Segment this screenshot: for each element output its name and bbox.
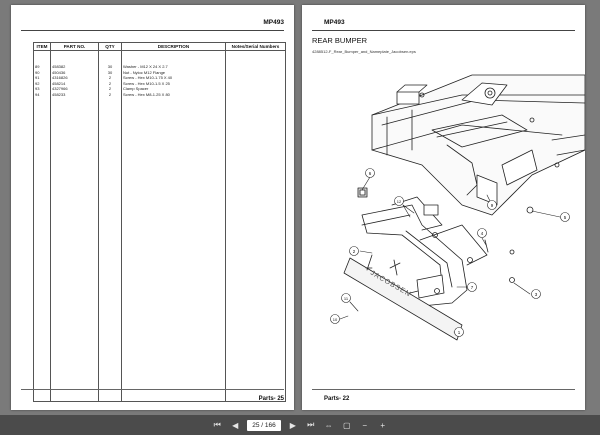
callout-6: 6: [365, 168, 375, 178]
table-row: 90 450436 30 Nut - Nyloc M12 Flange: [33, 69, 286, 75]
callout-7: 7: [467, 282, 477, 292]
rear-bumper-diagram: JACOBSEN: [330, 74, 585, 341]
callout-9: 9: [487, 200, 497, 210]
mower-frame: [371, 74, 585, 216]
svg-text:4: 4: [481, 231, 484, 236]
svg-text:9: 9: [491, 203, 494, 208]
cell-notes: [225, 69, 286, 75]
left-footer-rule: [21, 389, 284, 390]
diagram-file-name: 4288512-F_Rear_Bumper_and_Nameplate_Jaco…: [312, 49, 416, 54]
right-page-number: Parts- 22: [324, 396, 350, 402]
callout-1: 1: [454, 327, 464, 337]
table-row: 93 4327966 2 Clamp Spacer: [33, 86, 286, 92]
svg-text:2: 2: [353, 249, 356, 254]
svg-text:5: 5: [564, 215, 567, 220]
page-indicator[interactable]: 25 / 166: [247, 419, 281, 431]
cell-notes: [225, 80, 286, 86]
svg-text:10: 10: [333, 317, 338, 322]
viewer-toolbar: ⏮ ◀ 25 / 166 ▶ ⏭ ⇔ ▢ − +: [0, 415, 600, 435]
svg-text:7: 7: [471, 285, 474, 290]
header-qty: QTY: [98, 42, 122, 51]
total-pages: 166: [264, 421, 276, 429]
fit-page-icon[interactable]: ▢: [342, 420, 351, 430]
prev-page-icon[interactable]: ◀: [232, 420, 239, 430]
header-description: DESCRIPTION: [121, 42, 226, 51]
current-page[interactable]: 25: [252, 421, 260, 429]
callout-5: 5: [560, 212, 570, 222]
first-page-icon[interactable]: ⏮: [213, 420, 221, 429]
svg-text:1: 1: [458, 330, 461, 335]
cell-notes: [225, 75, 286, 81]
right-footer-rule: [312, 389, 575, 390]
svg-text:3: 3: [535, 292, 538, 297]
table-spacer: [33, 50, 286, 64]
hardware: [357, 187, 534, 283]
callout-4: 4: [477, 228, 487, 238]
left-page-number: Parts- 25: [258, 396, 284, 402]
svg-text:11: 11: [344, 296, 349, 301]
table-filler: [33, 97, 286, 402]
table-row: 89 458382 30 Washer - M12 X 24 X 2.7: [33, 64, 286, 70]
fit-width-icon[interactable]: ⇔: [324, 420, 333, 430]
right-page-model: MP493: [324, 19, 345, 26]
zoom-out-icon[interactable]: −: [362, 420, 368, 430]
left-page: MP493 ITEM PART NO. QTY DESCRIPTION Note…: [11, 5, 294, 410]
callout-12: 12: [394, 196, 404, 206]
callouts: 1 2 3 4 5 6 7: [330, 168, 570, 337]
table-row: 91 4316826 2 Screw - Hex M10-1.75 X 40: [33, 75, 286, 81]
svg-text:12: 12: [397, 199, 402, 204]
callout-11: 11: [341, 293, 351, 303]
cell-notes: [225, 64, 286, 70]
left-header-rule: [21, 30, 284, 31]
callout-2: 2: [349, 246, 359, 256]
right-page: MP493 REAR BUMPER 4288512-F_Rear_Bumper_…: [302, 5, 585, 410]
callout-10: 10: [330, 314, 340, 324]
bumper-tube: [361, 196, 488, 308]
header-item: ITEM: [33, 42, 51, 51]
cell-notes: [225, 91, 286, 97]
table-row: 92 458214 2 Screw - Hex M10-1.5 X 25: [33, 80, 286, 86]
callout-3: 3: [531, 289, 541, 299]
left-page-model: MP493: [263, 19, 284, 26]
header-notes: Notes/Serial Numbers: [225, 42, 286, 51]
parts-table: ITEM PART NO. QTY DESCRIPTION Notes/Seri…: [33, 42, 286, 402]
cell-notes: [225, 86, 286, 92]
next-page-icon[interactable]: ▶: [289, 420, 296, 430]
table-row: 94 458233 2 Screw - Hex M8-1.25 X 80: [33, 91, 286, 97]
header-part-no: PART NO.: [50, 42, 99, 51]
section-title: REAR BUMPER: [312, 36, 368, 45]
zoom-in-icon[interactable]: +: [380, 420, 386, 430]
right-header-rule: [312, 30, 575, 31]
svg-text:6: 6: [369, 171, 372, 176]
last-page-icon[interactable]: ⏭: [307, 420, 315, 429]
parts-table-header: ITEM PART NO. QTY DESCRIPTION Notes/Seri…: [33, 42, 286, 51]
page-separator: /: [261, 421, 264, 429]
